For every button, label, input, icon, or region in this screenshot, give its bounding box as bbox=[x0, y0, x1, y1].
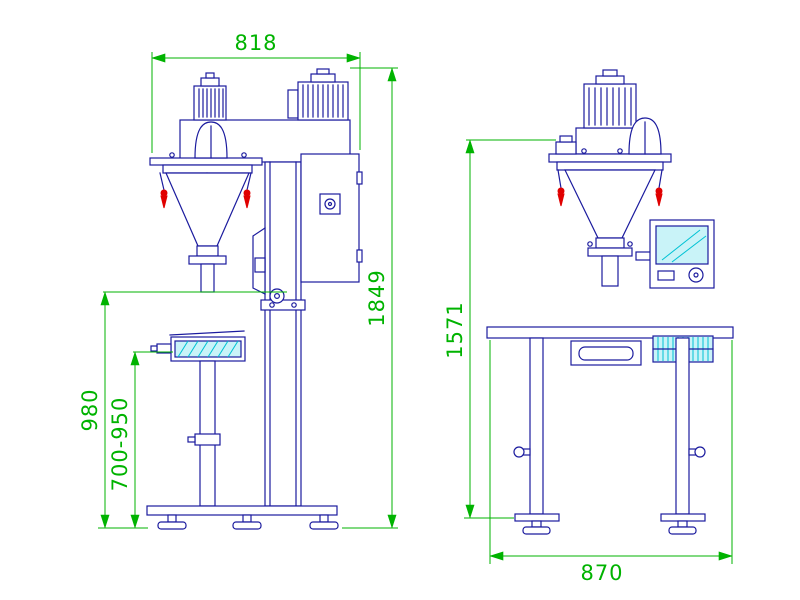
hopper-flange bbox=[548, 117, 672, 171]
hopper-cone bbox=[165, 172, 250, 293]
bolt-icon bbox=[291, 302, 297, 308]
table-leg bbox=[529, 337, 544, 515]
control-cabinet bbox=[300, 153, 363, 283]
hopper-cone bbox=[564, 169, 656, 287]
flange-plate bbox=[149, 157, 263, 166]
tray-hatch bbox=[177, 340, 239, 358]
motor-cap bbox=[200, 77, 220, 87]
motor-knob bbox=[602, 69, 618, 77]
discharge-tube bbox=[601, 255, 619, 287]
motor-knob bbox=[316, 68, 330, 75]
lock-pin-icon bbox=[327, 201, 333, 207]
tray-spout-tip bbox=[150, 345, 158, 352]
motor-junction-box bbox=[287, 89, 299, 119]
column-body bbox=[264, 161, 302, 507]
control-panel bbox=[635, 219, 715, 289]
hopper-flange bbox=[149, 121, 263, 174]
tray-lid bbox=[169, 330, 245, 336]
leg-knob bbox=[688, 446, 706, 458]
outlet-flange bbox=[587, 247, 633, 257]
dim-label-discharge-height: 980 bbox=[78, 388, 102, 431]
clamp-lever bbox=[557, 187, 565, 207]
bolt-icon bbox=[627, 241, 633, 247]
column-clamp-collar bbox=[260, 299, 306, 311]
flange-ring bbox=[556, 161, 664, 171]
outlet-flange bbox=[188, 255, 227, 265]
dimension-818: 818 bbox=[151, 31, 361, 153]
dim-label-total-height: 1849 bbox=[365, 269, 389, 326]
flange-plate bbox=[548, 153, 672, 163]
dimension-1849: 1849 bbox=[342, 67, 398, 529]
side-view bbox=[486, 69, 734, 535]
dimension-700-950: 700-950 bbox=[108, 351, 173, 529]
outlet-neck bbox=[196, 245, 219, 257]
hinge-pin-icon bbox=[274, 293, 281, 300]
bolt-icon bbox=[241, 152, 247, 158]
leveling-foot bbox=[660, 513, 706, 535]
discharge-tube bbox=[200, 263, 215, 293]
table-leg bbox=[675, 337, 690, 515]
bolt-icon bbox=[269, 302, 275, 308]
dimension-annotations: 818 1849 980 700-950 1571 bbox=[78, 31, 733, 585]
dim-label-table-range: 700-950 bbox=[108, 397, 132, 492]
leveling-foot bbox=[232, 514, 262, 530]
front-view bbox=[146, 68, 363, 530]
bolt-icon bbox=[587, 241, 593, 247]
dim-label-machine-height: 1571 bbox=[443, 301, 467, 358]
cabinet-hinge bbox=[356, 249, 363, 263]
dim-label-table-width: 870 bbox=[580, 561, 623, 585]
cone bbox=[165, 172, 250, 247]
motor-knob bbox=[205, 72, 215, 79]
flange-ring bbox=[162, 164, 253, 174]
clamp-lever bbox=[160, 189, 168, 209]
machine-base bbox=[146, 505, 339, 530]
dimension-980: 980 bbox=[78, 291, 287, 529]
table-top bbox=[486, 326, 734, 339]
height-collar bbox=[194, 433, 221, 446]
tray-window bbox=[174, 340, 242, 358]
motor-cap bbox=[310, 73, 336, 83]
leg-knob bbox=[513, 446, 531, 458]
leveling-foot bbox=[157, 514, 187, 530]
clamp-lever bbox=[243, 189, 251, 209]
dim-label-top-width: 818 bbox=[234, 31, 277, 55]
screen-glare bbox=[661, 229, 707, 263]
bolt-icon bbox=[617, 148, 623, 154]
work-table bbox=[486, 326, 734, 535]
leveling-foot bbox=[309, 514, 339, 530]
auger-motor bbox=[287, 68, 349, 121]
panel-knob-pin bbox=[693, 272, 699, 278]
support-column bbox=[260, 161, 306, 507]
inlet-knob bbox=[559, 135, 573, 143]
motor-fins bbox=[588, 87, 632, 126]
cabinet-body bbox=[300, 153, 360, 283]
bracket-block bbox=[254, 257, 266, 273]
cabinet-hinge bbox=[356, 171, 363, 185]
panel-button bbox=[657, 270, 675, 281]
outlet-neck bbox=[595, 237, 625, 249]
motor-fins bbox=[198, 88, 224, 118]
accumulation-table bbox=[150, 330, 246, 507]
collar-knob bbox=[187, 436, 196, 443]
motor-cap bbox=[595, 75, 625, 85]
dimension-1571: 1571 bbox=[443, 139, 556, 519]
motor-fins bbox=[302, 84, 344, 118]
leveling-foot bbox=[514, 513, 560, 535]
drawer-slot bbox=[578, 346, 634, 361]
bolt-icon bbox=[581, 148, 587, 154]
dimension-870: 870 bbox=[489, 340, 733, 585]
bolt-icon bbox=[169, 152, 175, 158]
inlet-cap bbox=[555, 141, 577, 155]
agitator-motor bbox=[193, 72, 227, 121]
motor-body bbox=[583, 83, 637, 129]
base-plate bbox=[146, 505, 338, 516]
clamp-lever bbox=[655, 187, 663, 207]
cone bbox=[564, 169, 656, 239]
